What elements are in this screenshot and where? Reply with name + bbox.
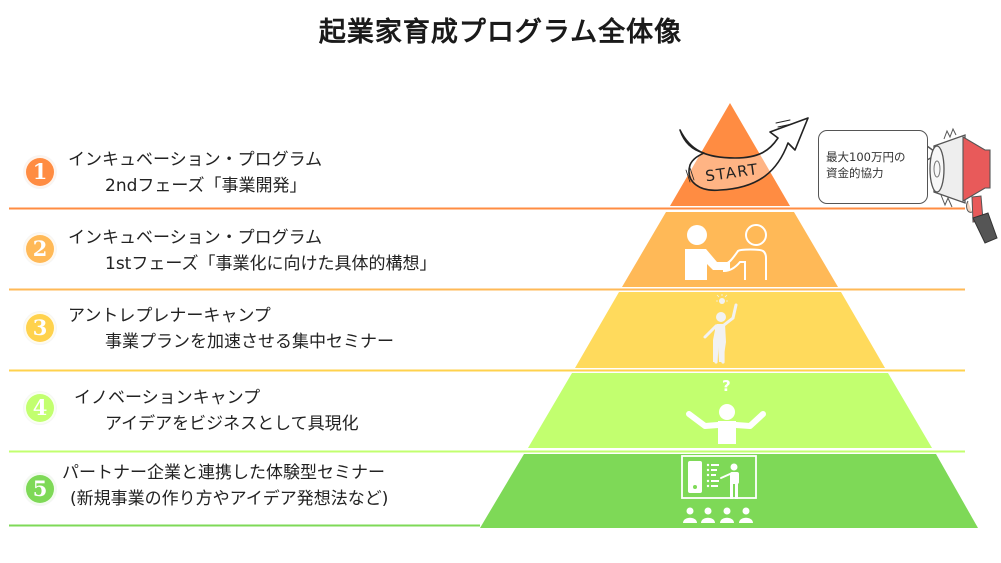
page-title: 起業家育成プログラム全体像 — [318, 17, 683, 48]
tier-label-2: インキュベーション・プログラム 1stフェーズ「事業化に向けた具体的構想」 — [68, 225, 437, 277]
tier-label-4: イノベーションキャンプ アイデアをビジネスとして具現化 — [74, 385, 359, 437]
tier-badge-2: 2 — [24, 233, 56, 265]
question-mark-icon: ? — [722, 377, 731, 395]
tier-label-5: パートナー企業と連携した体験型セミナー (新規事業の作り方やアイデア発想法など) — [62, 460, 388, 512]
tier-badge-3: 3 — [24, 312, 56, 344]
tier-title-5: パートナー企業と連携した体験型セミナー — [62, 463, 385, 483]
tier-badge-4: 4 — [24, 392, 56, 424]
tier-title-2: インキュベーション・プログラム — [68, 228, 323, 248]
tier-label-1: インキュベーション・プログラム 2ndフェーズ「事業開発」 — [68, 147, 322, 199]
tier-title-3: アントレプレナーキャンプ — [68, 306, 271, 326]
tier-label-3: アントレプレナーキャンプ 事業プランを加速させる集中セミナー — [68, 303, 394, 355]
idea-person-icon — [703, 294, 738, 364]
callout-line-2: 資金的協力 — [826, 166, 884, 180]
tier-badge-5: 5 — [24, 473, 56, 505]
tier-badge-1: 1 — [24, 156, 56, 188]
callout-line-1: 最大100万円の — [826, 150, 906, 164]
seminar-presentation-icon — [681, 455, 757, 523]
tier-subtitle-1: 2ndフェーズ「事業開発」 — [105, 176, 307, 196]
pyramid-tier-3 — [575, 292, 885, 368]
pyramid-tier-5 — [480, 454, 978, 528]
pyramid-tier-2 — [622, 212, 838, 287]
audience-icon — [683, 507, 753, 523]
funding-callout-bubble: 最大100万円の 資金的協力 — [818, 130, 928, 204]
tier-subtitle-3: 事業プランを加速させる集中セミナー — [105, 332, 394, 352]
tier-subtitle-4: アイデアをビジネスとして具現化 — [105, 414, 359, 434]
handshake-icon — [685, 224, 767, 280]
tier-title-4: イノベーションキャンプ — [74, 388, 261, 408]
tier-title-1: インキュベーション・プログラム — [68, 150, 323, 170]
tier-subtitle-2: 1stフェーズ「事業化に向けた具体的構想」 — [105, 254, 437, 274]
megaphone-icon — [929, 127, 998, 244]
tier-subtitle-5: (新規事業の作り方やアイデア発想法など) — [70, 489, 389, 509]
question-person-icon: ? — [686, 377, 766, 444]
start-arrow-icon — [679, 117, 809, 191]
